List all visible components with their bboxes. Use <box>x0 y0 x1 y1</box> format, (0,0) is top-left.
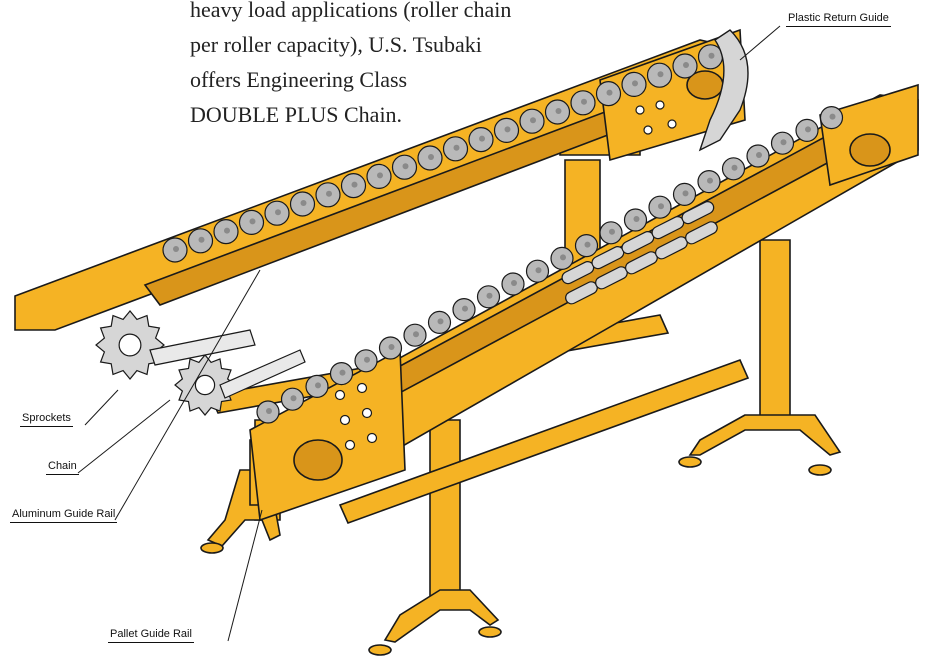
intro-line: DOUBLE PLUS Chain. <box>190 102 403 127</box>
roller-hub <box>198 236 205 243</box>
bolt-hole <box>339 414 351 426</box>
roller-hub <box>402 163 409 170</box>
bolt-hole <box>635 105 645 115</box>
callout-plastic-return-guide: Plastic Return Guide <box>786 12 891 27</box>
roller-hub <box>437 318 444 325</box>
leader-line <box>77 399 171 474</box>
bolt-hole <box>667 119 677 129</box>
roller-hub <box>555 108 562 114</box>
roller-hub <box>364 356 370 363</box>
intro-line: offers Engineering Class <box>190 67 408 92</box>
front-roller-row <box>256 105 844 424</box>
link-plate <box>685 221 718 245</box>
roller-hub <box>504 126 511 133</box>
roller-hub <box>339 369 346 376</box>
roller-hub <box>530 117 536 124</box>
roller-hub <box>632 80 638 87</box>
cross-tube <box>338 358 750 525</box>
leg-foot <box>688 414 842 456</box>
chain-link-plates <box>561 29 749 305</box>
bolt-hole <box>361 407 373 419</box>
plastic-return-guide <box>698 29 749 152</box>
leg-post <box>759 239 791 421</box>
roller-hub <box>658 203 664 210</box>
intro-line: heavy load applications (roller chain <box>190 0 512 22</box>
back-roller-row <box>162 44 724 263</box>
leveling-pad <box>678 456 702 468</box>
callout-sprockets: Sprockets <box>20 412 73 427</box>
roller-hub <box>388 344 395 350</box>
roller-hub <box>315 382 321 389</box>
roller-hub <box>377 172 383 179</box>
callout-leader-lines <box>77 25 781 642</box>
roller-hub <box>780 139 787 146</box>
roller-hub <box>173 246 179 252</box>
roller-hub <box>290 395 297 402</box>
callout-chain: Chain <box>46 460 79 475</box>
sprocket-shaft <box>149 329 256 366</box>
roller-hub <box>584 241 591 248</box>
roller-hub <box>266 408 272 414</box>
bolt-hole <box>655 100 665 110</box>
front-rail-assembly <box>249 83 919 522</box>
roller-hub <box>560 254 566 261</box>
leg-foot <box>383 589 500 643</box>
roller-hub <box>581 98 587 105</box>
bolt-hole <box>356 382 368 394</box>
sprocket-hub <box>194 374 216 396</box>
roller-hub <box>731 164 738 171</box>
leader-line <box>84 389 119 426</box>
roller-hub <box>300 200 307 206</box>
leveling-pad <box>368 644 392 656</box>
roller-hub <box>609 228 615 235</box>
roller-hub <box>326 190 332 197</box>
roller-hub <box>682 190 689 197</box>
roller-hub <box>683 62 689 68</box>
bolt-hole <box>366 432 378 444</box>
bearing-housing <box>849 133 891 167</box>
roller-hub <box>428 154 434 160</box>
link-plate <box>681 201 715 225</box>
intro-line: per roller capacity), U.S. Tsubaki <box>190 32 482 57</box>
roller-hub <box>633 216 640 222</box>
bearing-housing <box>293 439 343 481</box>
leveling-pad <box>808 464 832 476</box>
roller-hub <box>486 292 493 299</box>
roller-hub <box>479 135 485 142</box>
leveling-pad <box>200 542 224 554</box>
roller-hub <box>805 126 811 133</box>
callout-pallet-guide-rail: Pallet Guide Rail <box>108 628 194 643</box>
leader-line <box>114 269 261 521</box>
roller-hub <box>829 113 836 120</box>
leader-line <box>739 25 781 61</box>
bolt-hole <box>334 389 346 401</box>
roller-hub <box>453 144 460 151</box>
bolt-hole <box>643 125 653 135</box>
sprocket-shaft <box>219 349 306 399</box>
roller-hub <box>413 331 419 338</box>
sprocket-hub <box>118 333 142 357</box>
leader-line <box>227 509 263 642</box>
roller-hub <box>462 305 468 312</box>
roller-hub <box>756 152 762 158</box>
leveling-pad <box>478 626 502 638</box>
roller-hub <box>249 218 256 225</box>
sprocket-assembly <box>95 310 306 416</box>
leg-post <box>429 419 461 601</box>
intro-paragraph: heavy load applications (roller chain pe… <box>190 0 570 132</box>
roller-hub <box>606 89 613 96</box>
roller-hub <box>535 267 542 274</box>
roller-hub <box>275 209 281 216</box>
roller-hub <box>224 227 230 234</box>
callout-aluminum-guide-rail: Aluminum Guide Rail <box>10 508 118 523</box>
roller-hub <box>511 280 517 286</box>
bolt-hole <box>344 439 356 451</box>
roller-hub <box>351 181 358 188</box>
roller-hub <box>707 177 713 184</box>
roller-hub <box>708 52 715 59</box>
roller-hub <box>657 71 664 78</box>
